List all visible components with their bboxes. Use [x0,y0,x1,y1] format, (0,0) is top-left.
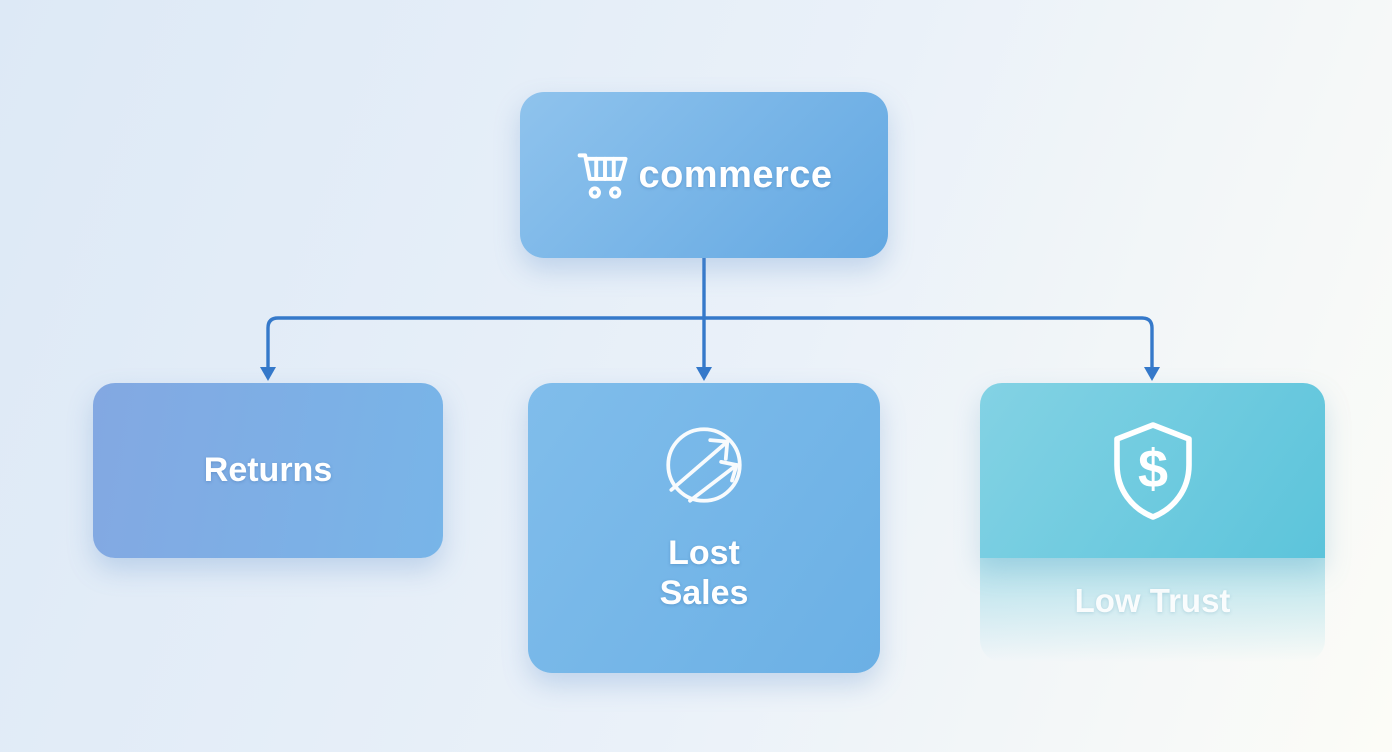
exchange-growth-icon [648,409,760,521]
node-low-trust-box: $ [980,383,1325,558]
node-lost-sales-label: Lost Sales [659,534,749,613]
arrowhead-right [1144,367,1160,381]
arrowhead-center [696,367,712,381]
connector-left [266,316,704,368]
node-low-trust-reflection: Low Trust [980,558,1325,662]
node-low-trust-label: Low Trust [1074,582,1231,619]
node-lost-sales: Lost Sales [528,383,880,673]
node-returns-label: Returns [203,451,333,490]
arrowhead-left [260,367,276,381]
node-ecommerce: commerce [520,92,888,258]
node-low-trust: $ Low Trust [980,383,1325,662]
node-ecommerce-label: commerce [638,153,833,196]
shopping-cart-icon [575,147,635,203]
node-returns: Returns [93,383,443,558]
connector-right [704,316,1154,368]
svg-text:$: $ [1137,439,1167,499]
shield-dollar-icon: $ [1105,419,1201,523]
